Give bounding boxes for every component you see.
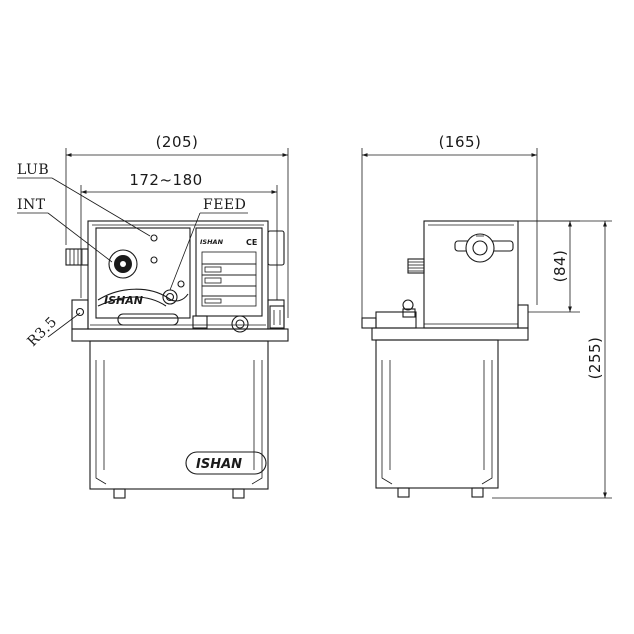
overall-height-label: (255) [586,337,604,380]
lub-label: LUB [17,162,49,178]
panel-brand-band: ISHAN [97,288,189,307]
int-label: INT [17,197,46,213]
side-mount-tab [517,304,529,329]
label-plate: ISHAN CE [195,227,263,317]
lub-indicator [150,234,158,242]
dimension-overall-height: (255) [492,220,612,499]
overall-width-label: (205) [156,133,199,151]
side-outlet-fittings [361,299,417,329]
panel-brand-logo: ISHAN [104,294,143,307]
panel-indicator [150,256,158,264]
dimension-mount-width: 172~180 [80,171,278,300]
dimension-overall-depth: (165) [361,133,538,318]
cable-connector [65,248,89,266]
int-knob [108,249,138,279]
control-panel [95,227,191,319]
ce-mark: CE [246,238,257,247]
mount-width-label: 172~180 [129,171,202,189]
tank-brand-plate [185,451,267,475]
side-knob [407,258,425,274]
front-view: (205) 172~180 LUB INT FEED R3.5 [17,133,289,499]
tank-brand-logo: ISHAN [196,457,242,472]
side-view: (165) (84) (255) [361,133,612,499]
head-height-label: (84) [551,250,569,283]
feed-button [162,280,185,305]
dimension-head-height: (84) [518,220,580,313]
side-switch-box [267,230,285,266]
feed-label: FEED [203,197,246,213]
front-outlet-fittings [117,305,285,333]
side-motor-cap [454,233,514,263]
overall-depth-label: (165) [439,133,482,151]
side-reservoir-tank [375,339,499,498]
dimension-overall-width: (205) [65,133,289,318]
front-reservoir-tank: ISHAN [89,340,269,499]
side-base-plate [371,327,529,341]
label-plate-brand: ISHAN [200,238,224,246]
